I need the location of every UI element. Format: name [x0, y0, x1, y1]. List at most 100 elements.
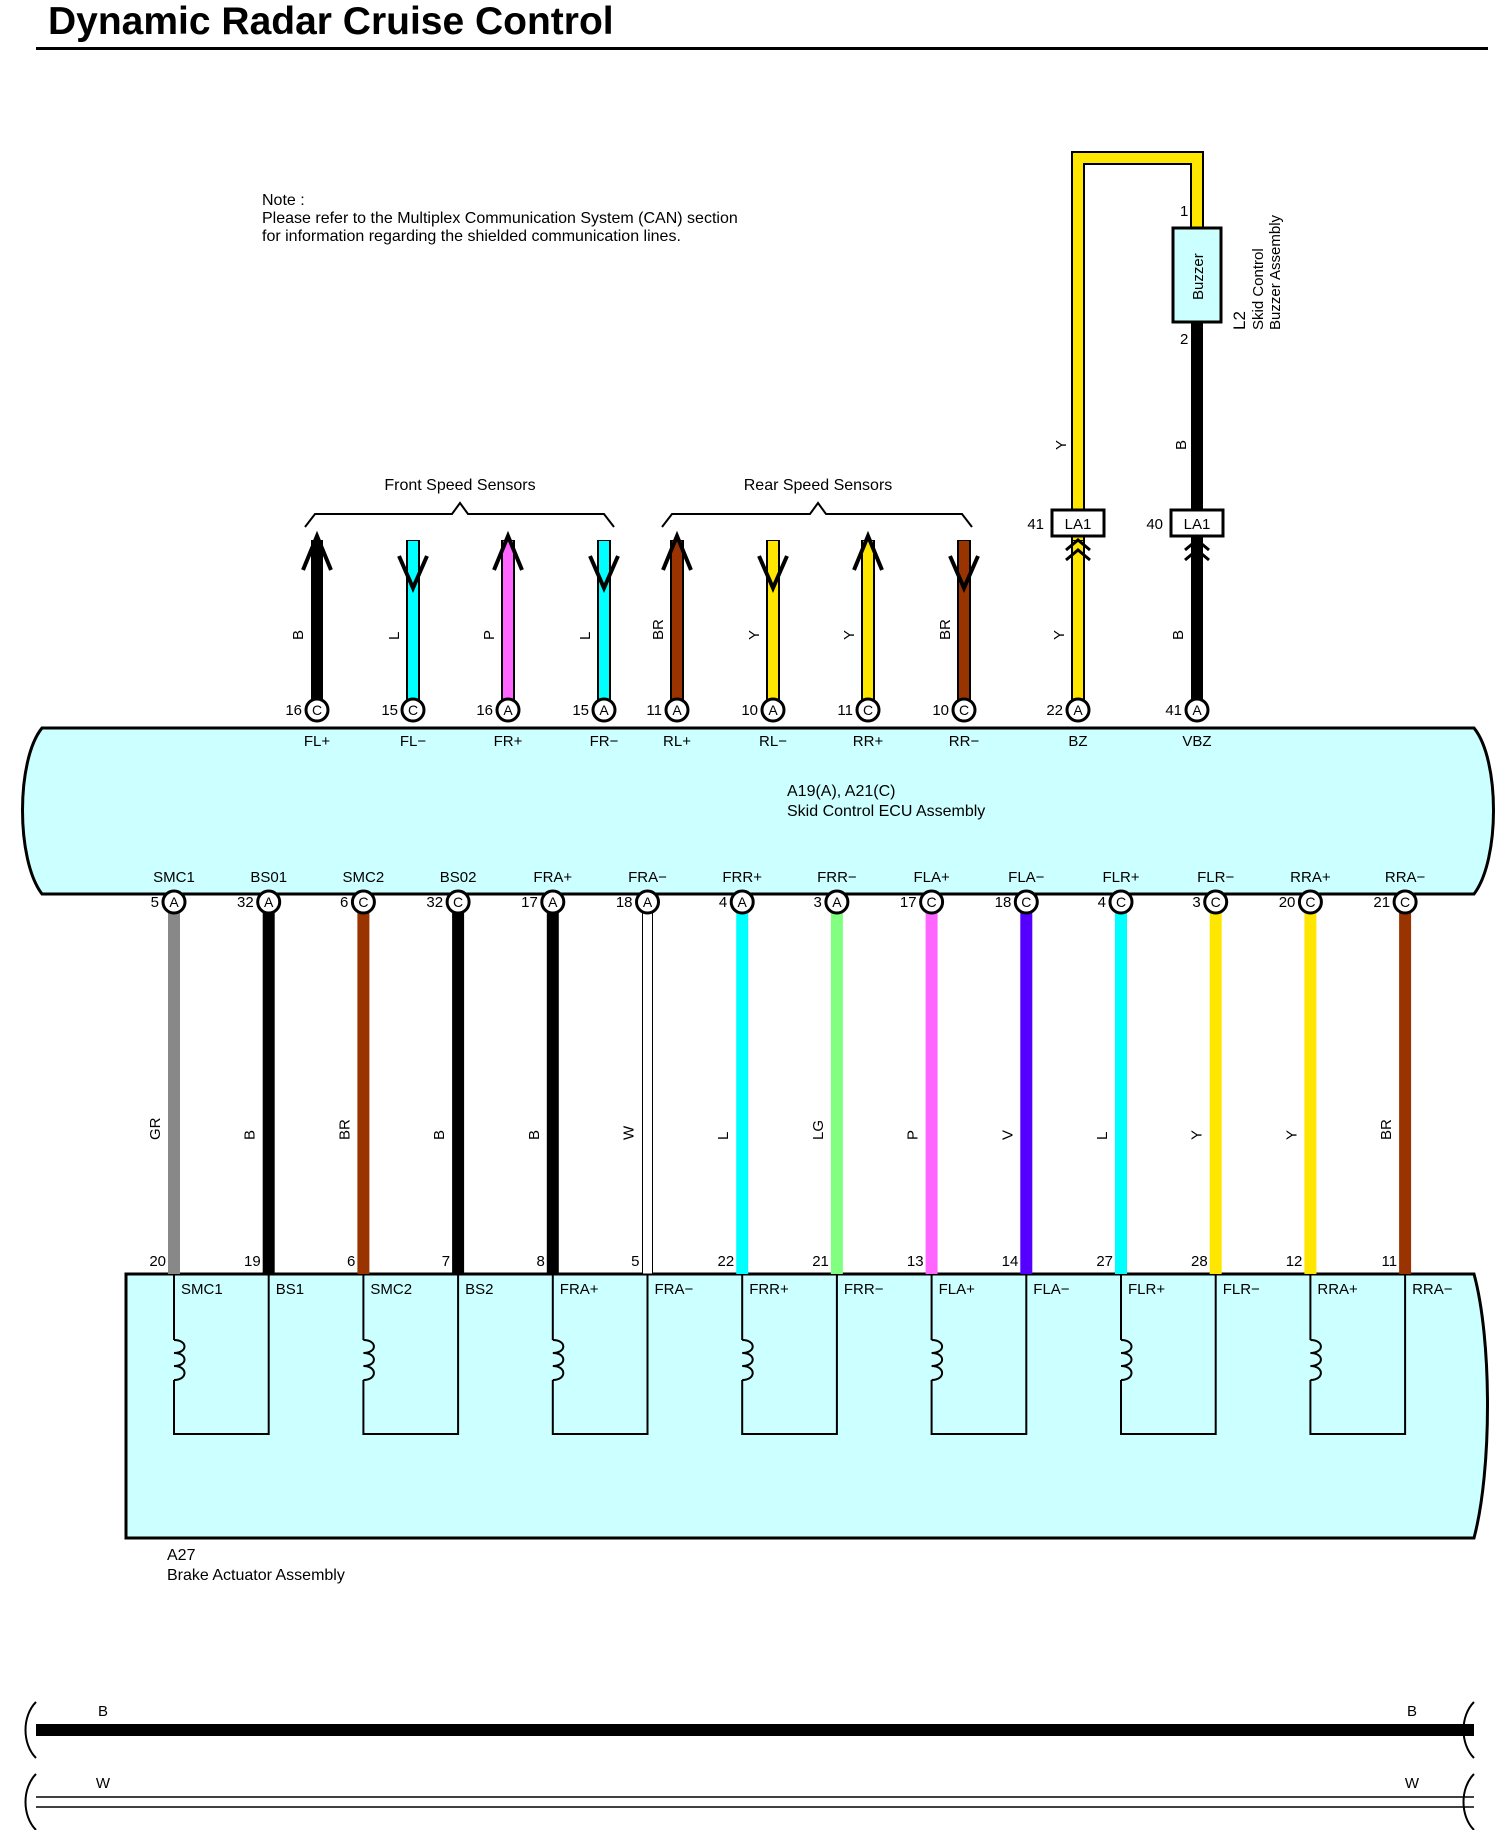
ecu-code: A19(A), A21(C)	[787, 783, 895, 800]
coil-gap	[359, 1340, 368, 1380]
ecu-terminal-label: FR+	[494, 733, 523, 750]
actuator-pin-number: 22	[718, 1253, 735, 1270]
connector-pin-circle	[304, 697, 330, 723]
ecu-bottom-terminal-label: FLA−	[1008, 869, 1045, 886]
actuator-pin-number: 7	[442, 1253, 450, 1270]
ecu-pin-number: 3	[814, 894, 822, 911]
bottom-wire-layer: SMC1A5GR20SMC1BS01A32B19BS1SMC2C6BR6SMC2…	[147, 869, 1453, 1435]
connector-letter: A	[738, 894, 748, 910]
buzzer-pin-1: 1	[1180, 203, 1188, 220]
bottom-wire-color-code: W	[621, 1125, 638, 1140]
connector-pin-circle	[1392, 889, 1418, 915]
connector-pin-circle	[919, 889, 945, 915]
connector-letter: A	[503, 702, 513, 718]
ecu-bottom-terminal-label: FRR−	[817, 869, 857, 886]
bottom-wire-color-code: L	[715, 1132, 732, 1140]
ground-bar-left-label: B	[98, 1703, 108, 1720]
ecu-terminal-label: FL−	[400, 733, 427, 750]
connector-pin-circle	[1065, 697, 1091, 723]
actuator-code: A27	[167, 1547, 196, 1564]
coil-gap	[548, 1340, 557, 1380]
ecu-pin-number: 41	[1165, 702, 1182, 719]
actuator-terminal-label: SMC2	[370, 1281, 412, 1298]
ecu-pin-number: 3	[1192, 894, 1200, 911]
ecu-terminal-label: VBZ	[1182, 733, 1211, 750]
bottom-wire-color-code: LG	[810, 1120, 827, 1140]
buzzer-name-line-1: Skid Control	[1250, 248, 1267, 330]
connector-pin-circle	[824, 889, 850, 915]
top-wire-color-code: BR	[937, 619, 954, 640]
connector-letter: C	[959, 702, 969, 718]
ecu-terminal-label: RL−	[759, 733, 787, 750]
connector-pin-circle	[161, 889, 187, 915]
note-line-1: Please refer to the Multiplex Communicat…	[262, 210, 738, 227]
connector-letter: C	[863, 702, 873, 718]
solenoid-coil-icon	[359, 1339, 375, 1381]
coil-gap	[1306, 1340, 1315, 1380]
actuator-terminal-label: BS1	[276, 1281, 304, 1298]
ecu-pin-number: 15	[381, 702, 398, 719]
ecu-pin-number: 32	[426, 894, 443, 911]
actuator-pin-number: 14	[1002, 1253, 1019, 1270]
connector-letter: C	[453, 894, 463, 910]
ecu-bottom-terminal-label: FLR−	[1197, 869, 1234, 886]
actuator-pin-number: 19	[244, 1253, 261, 1270]
buzzer-box	[1171, 226, 1223, 324]
ecu-terminal-label: FL+	[304, 733, 331, 750]
connector-letter: C	[1116, 894, 1126, 910]
junction-connector-label: LA1	[1065, 516, 1092, 533]
bottom-wire-color-code: V	[999, 1130, 1016, 1140]
ecu-terminal-label: RR+	[853, 733, 884, 750]
ecu-bottom-terminal-label: SMC2	[343, 869, 385, 886]
connector-letter: C	[1400, 894, 1410, 910]
connector-pin-circle	[350, 889, 376, 915]
connector-pin-circle	[495, 697, 521, 723]
connector-letter: A	[643, 894, 653, 910]
ecu-body	[21, 726, 1495, 896]
connector-letter: A	[169, 894, 179, 910]
ecu-pin-number: 4	[1098, 894, 1106, 911]
connector-letter: A	[672, 702, 682, 718]
connector-letter: A	[264, 894, 274, 910]
top-wire-layer: BC16FL+LC15FL−PA16FR+LA15FR−BRA11RL+YA10…	[285, 508, 1225, 750]
arrow-down-icon	[588, 555, 620, 593]
solenoid-coil-icon	[1117, 1339, 1133, 1381]
note-line-2: for information regarding the shielded c…	[262, 228, 681, 245]
connector-letter: A	[548, 894, 558, 910]
actuator-pin-number: 8	[536, 1253, 544, 1270]
actuator-pin-number: 21	[812, 1253, 829, 1270]
actuator-pin-number: 6	[347, 1253, 355, 1270]
coil-gap	[927, 1340, 936, 1380]
actuator-terminal-label: RRA−	[1412, 1281, 1453, 1298]
actuator-terminal-label: FLR+	[1128, 1281, 1165, 1298]
ecu-terminal-label: BZ	[1068, 733, 1087, 750]
arrow-up-icon	[852, 530, 884, 571]
junction-pin-number: 41	[1027, 516, 1044, 533]
front-sensors-label: Front Speed Sensors	[384, 477, 535, 494]
bottom-wire-color-code: GR	[147, 1117, 164, 1140]
rear-sensors-bracket	[661, 501, 973, 528]
actuator-pin-number: 12	[1286, 1253, 1303, 1270]
coil-gap	[738, 1340, 747, 1380]
ecu-terminal-label: RL+	[663, 733, 691, 750]
buzzer-code: L2	[1230, 311, 1249, 330]
connector-letter: C	[358, 894, 368, 910]
buzzer-wire-yellow-fill	[1073, 153, 1202, 700]
top-wire-color-code: P	[481, 630, 498, 640]
solenoid-coil-icon	[1306, 1339, 1322, 1381]
actuator-pin-number: 11	[1382, 1253, 1398, 1270]
ecu-bottom-terminal-label: BS01	[250, 869, 287, 886]
coil-gap	[170, 1340, 178, 1380]
top-wire-color-code: B	[1170, 630, 1187, 640]
buzzer-label: Buzzer	[1190, 253, 1207, 300]
connector-pin-circle	[1108, 889, 1134, 915]
coil-winding	[1310, 1339, 1322, 1381]
actuator-pin-number: 20	[149, 1253, 166, 1270]
actuator-pin-number: 27	[1096, 1253, 1113, 1270]
actuator-pin-number: 13	[907, 1253, 924, 1270]
coil-winding	[931, 1339, 944, 1381]
ground-bar-right-label: B	[1407, 1703, 1417, 1720]
chevron-up-icon	[1065, 538, 1091, 552]
connector-letter: A	[1073, 702, 1083, 718]
